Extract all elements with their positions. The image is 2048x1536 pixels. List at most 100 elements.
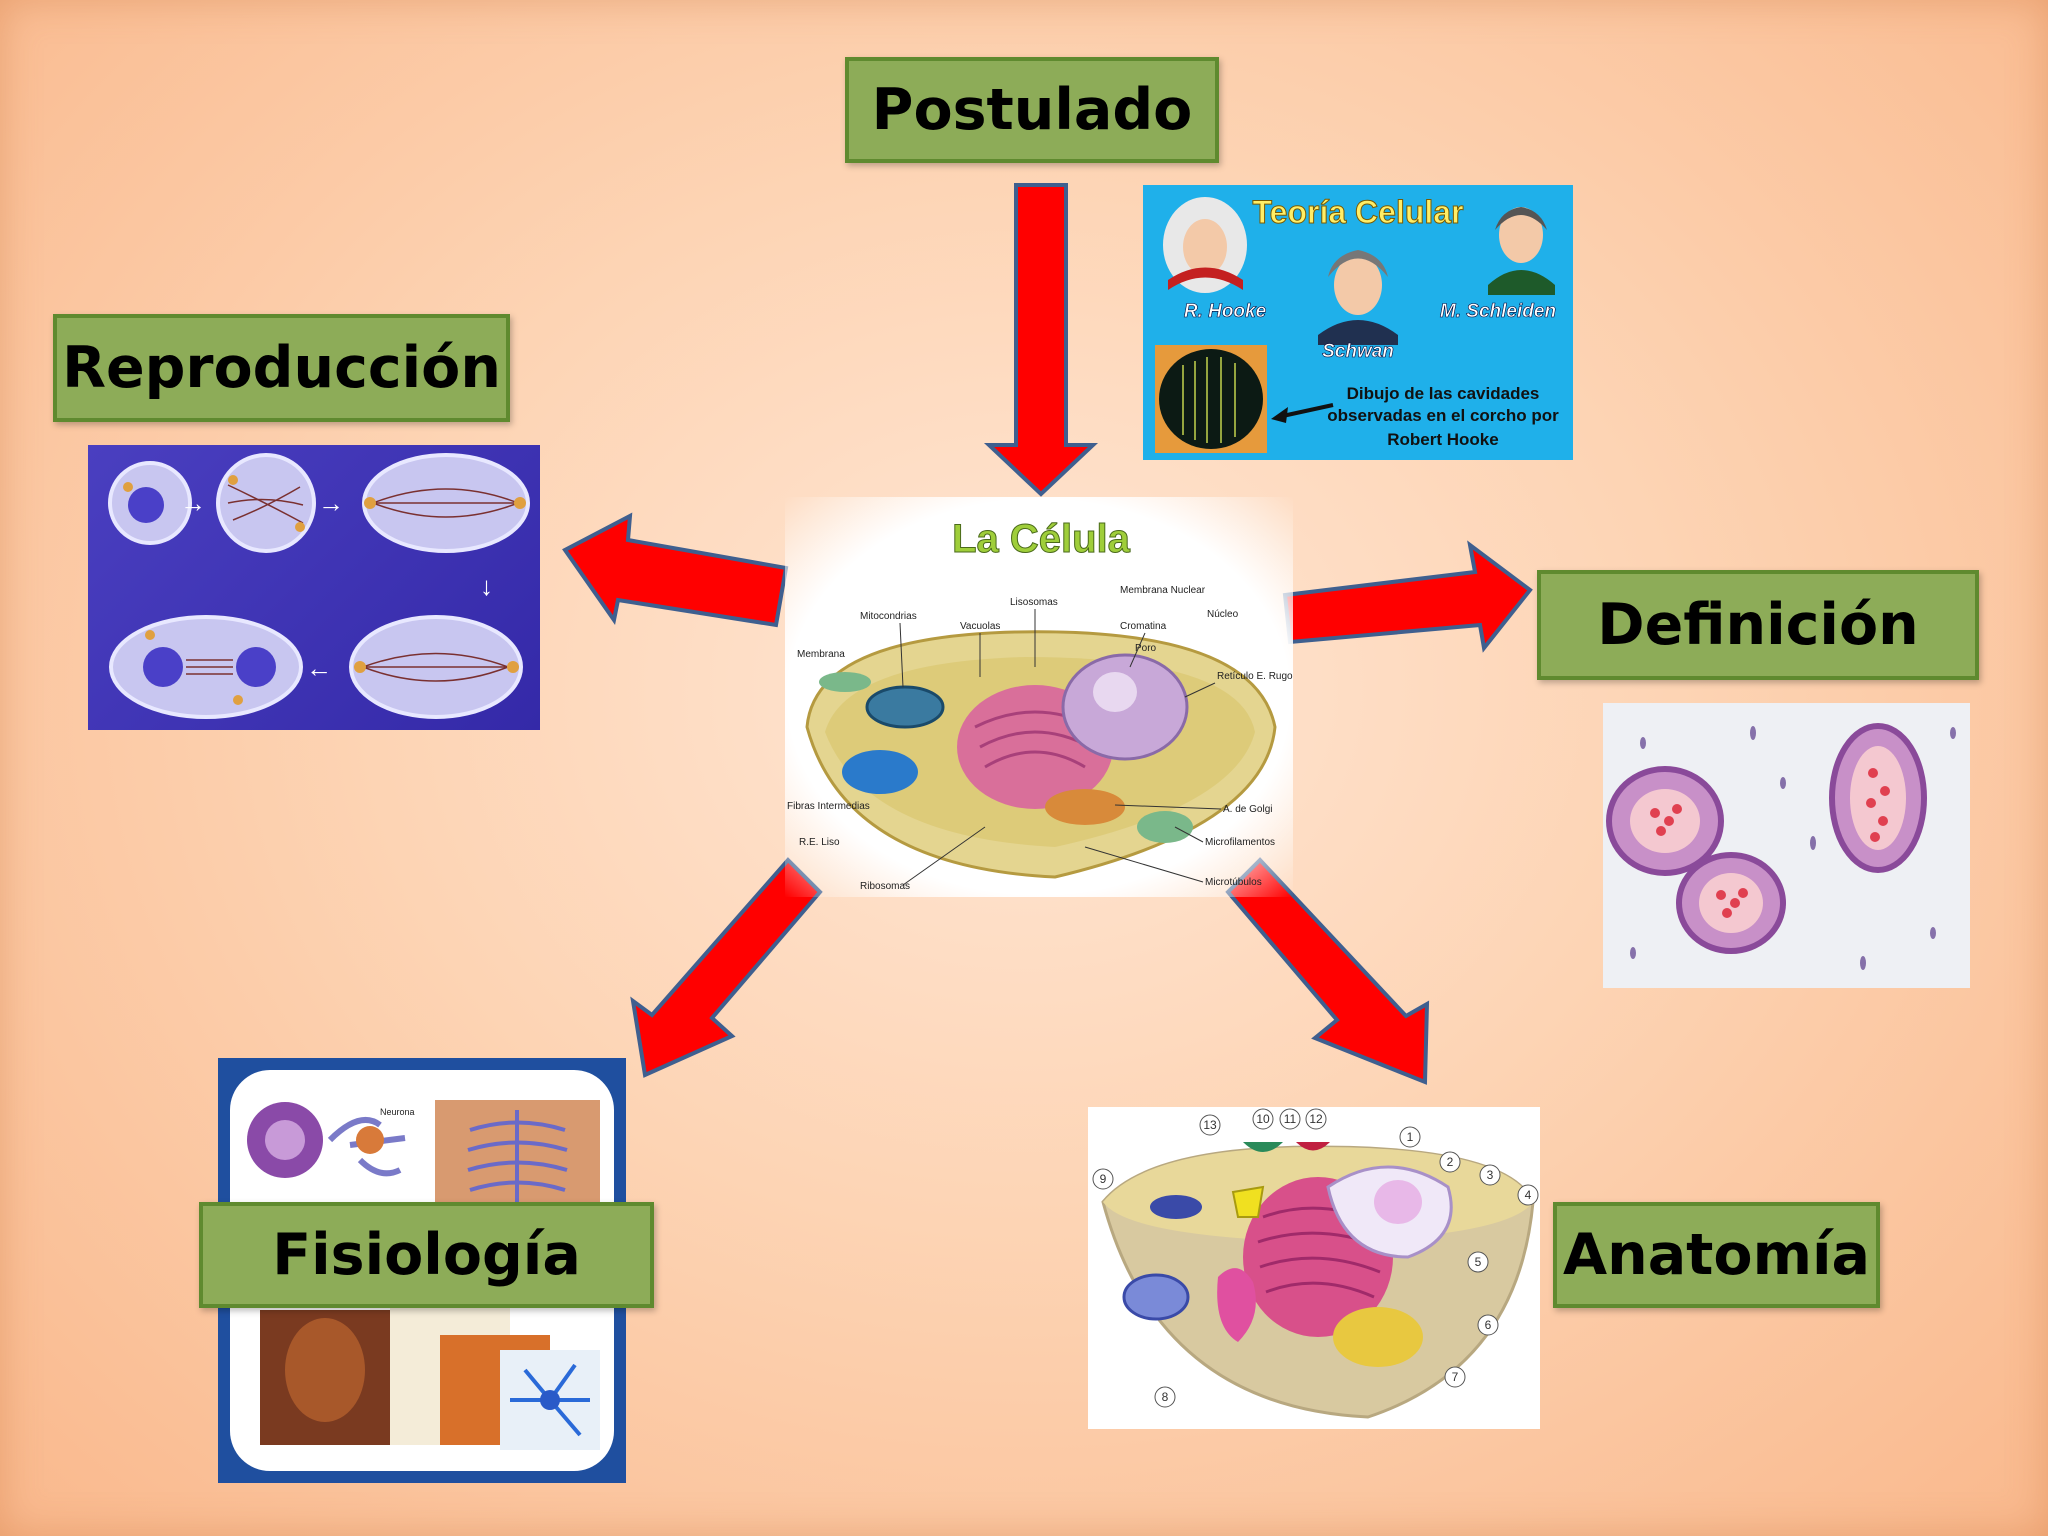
- label-anatomia: Anatomía: [1553, 1202, 1880, 1308]
- anatomia-number-12: 12: [1309, 1112, 1323, 1126]
- label-reproduccion: Reproducción: [53, 314, 510, 422]
- anatomia-number-5: 5: [1475, 1255, 1482, 1269]
- anatomia-cell-illustration: 1 2 3 4 5 6 7 8 9 10 11 12 13: [1092, 1108, 1539, 1419]
- caption-arrow-head-icon: [1271, 407, 1288, 423]
- label-definicion: Definición: [1537, 570, 1979, 680]
- anatomia-nucleolus-icon: [1374, 1180, 1422, 1224]
- cell-label-nucleo: Núcleo: [1207, 609, 1239, 620]
- cell-label-reticulo: Retículo E. Rugoso: [1217, 671, 1293, 682]
- nucleolus-icon: [1093, 672, 1137, 712]
- cell-label-vacuolas: Vacuolas: [960, 621, 1000, 632]
- cell-label-ribosomas: Ribosomas: [860, 881, 910, 892]
- teoria-caption-3: Robert Hooke: [1387, 430, 1498, 449]
- cork-drawing-icon: [1155, 345, 1267, 453]
- anatomia-number-3: 3: [1487, 1168, 1494, 1182]
- anatomia-num-13: 13: [1199, 1114, 1221, 1136]
- anatomia-number-11: 11: [1284, 1112, 1297, 1126]
- label-reproduccion-text: Reproducción: [62, 335, 501, 401]
- image-tejido: [1603, 703, 1970, 988]
- anatomia-vesicle-green-icon: [1243, 1142, 1283, 1152]
- vessel-1-icon: [1606, 766, 1724, 876]
- schwan-name: Schwan: [1322, 341, 1394, 362]
- spindle-fibers-icon: [186, 484, 519, 682]
- golgi-icon: [1045, 789, 1125, 825]
- anatomia-number-2: 2: [1447, 1155, 1454, 1169]
- image-mitosis: → → ↓ ←: [88, 445, 540, 730]
- teoria-title: Teoría Celular: [1252, 194, 1463, 230]
- schleiden-name: M. Schleiden: [1440, 301, 1556, 322]
- anatomia-num-11: 11: [1279, 1108, 1301, 1130]
- arrow-down-right-to-anatomia: [1225, 857, 1430, 1085]
- hooke-portrait-icon: [1163, 197, 1247, 293]
- anatomia-golgi-icon: [1333, 1307, 1423, 1367]
- anatomia-num-9: 9: [1092, 1168, 1114, 1190]
- image-anatomia: 1 2 3 4 5 6 7 8 9 10 11 12 13: [1088, 1107, 1540, 1429]
- tissue-illustration: [1606, 723, 1956, 970]
- cell-label-fibras: Fibras Intermedias: [787, 801, 870, 812]
- svg-text:↓: ↓: [480, 571, 493, 601]
- image-teoria-celular: Teoría Celular R. Hooke Schwan M. Schl: [1143, 185, 1573, 460]
- nucleus-5a-icon: [143, 647, 183, 687]
- anatomia-num-10: 10: [1252, 1108, 1274, 1130]
- anatomia-number-8: 8: [1162, 1390, 1169, 1404]
- svg-text:←: ←: [306, 653, 332, 683]
- mitosis-illustration: → → ↓ ←: [108, 453, 530, 719]
- vessel-3-icon: [1829, 723, 1927, 873]
- anatomia-num-1: 1: [1399, 1126, 1421, 1148]
- anatomia-mito2-icon: [1150, 1195, 1202, 1219]
- anatomia-mitochondria-icon: [1122, 1273, 1190, 1321]
- arrow-down-to-cell: [983, 183, 1099, 497]
- cell-label-poro: Poro: [1135, 643, 1157, 654]
- cell-label-mitocondrias: Mitocondrias: [860, 611, 917, 622]
- cell-diagram-illustration: La Célula Mitocondrias Vacuolas Lisosoma…: [787, 517, 1293, 893]
- vessel-2-icon: [1676, 852, 1786, 954]
- anatomia-yellow-organelle-icon: [1231, 1185, 1265, 1218]
- mitochondria-icon: [865, 685, 945, 729]
- cell-label-cromatina: Cromatina: [1120, 621, 1167, 632]
- schwan-portrait-icon: [1318, 250, 1398, 345]
- nucleus-1-icon: [128, 487, 164, 523]
- anatomia-num-5: 5: [1467, 1251, 1489, 1273]
- teoria-caption-2: observadas en el corcho por: [1327, 406, 1559, 425]
- anatomia-num-4: 4: [1517, 1184, 1539, 1206]
- arrow-left-to-reproduccion: [562, 512, 789, 628]
- label-fisiologia-text: Fisiología: [272, 1222, 581, 1288]
- image-la-celula: La Célula Mitocondrias Vacuolas Lisosoma…: [785, 497, 1293, 897]
- arrow-right-to-definicion: [1282, 540, 1533, 653]
- neurona-label: Neurona: [380, 1107, 415, 1117]
- centrioles-icon: [123, 475, 526, 705]
- anatomia-num-2: 2: [1439, 1151, 1461, 1173]
- vacuole-icon: [1137, 811, 1193, 843]
- anatomia-num-7: 7: [1444, 1366, 1466, 1388]
- teoria-celular-illustration: Teoría Celular R. Hooke Schwan M. Schl: [1155, 194, 1559, 453]
- cell-label-lisosomas: Lisosomas: [1010, 597, 1058, 608]
- neuron-large-body-icon: [540, 1390, 560, 1410]
- anatomia-number-13: 13: [1203, 1118, 1217, 1132]
- vesicle-icon: [819, 672, 871, 692]
- cell-label-golgi: A. de Golgi: [1223, 804, 1272, 815]
- cell-label-re-liso: R.E. Liso: [799, 837, 840, 848]
- cell-leader-lines: [899, 609, 1222, 886]
- cell-label-microtubulos: Microtúbulos: [1205, 877, 1262, 888]
- label-anatomia-text: Anatomía: [1563, 1222, 1870, 1288]
- svg-text:→: →: [318, 488, 344, 518]
- anatomia-pink-folds-icon: [1217, 1268, 1256, 1342]
- label-postulado-text: Postulado: [871, 77, 1193, 143]
- anatomia-num-12: 12: [1305, 1108, 1327, 1130]
- fisiologia-collage: Neurona: [247, 1100, 600, 1450]
- cell-label-membrana: Membrana: [797, 649, 845, 660]
- schleiden-portrait-icon: [1488, 207, 1555, 295]
- neuron-body-icon: [356, 1126, 384, 1154]
- anatomia-number-7: 7: [1452, 1370, 1459, 1384]
- anatomia-num-3: 3: [1479, 1164, 1501, 1186]
- cell-sphere-inner-icon: [265, 1120, 305, 1160]
- svg-text:→: →: [180, 488, 206, 518]
- anatomia-number-9: 9: [1100, 1172, 1107, 1186]
- caption-arrow-icon: [1277, 403, 1334, 419]
- nucleus-5b-icon: [236, 647, 276, 687]
- cell-label-microfilamentos: Microfilamentos: [1205, 837, 1275, 848]
- anatomia-number-labels: 1 2 3 4 5 6 7 8 9 10 11 12 13: [1092, 1108, 1539, 1408]
- label-fisiologia: Fisiología: [199, 1202, 654, 1308]
- anatomia-number-1: 1: [1407, 1130, 1414, 1144]
